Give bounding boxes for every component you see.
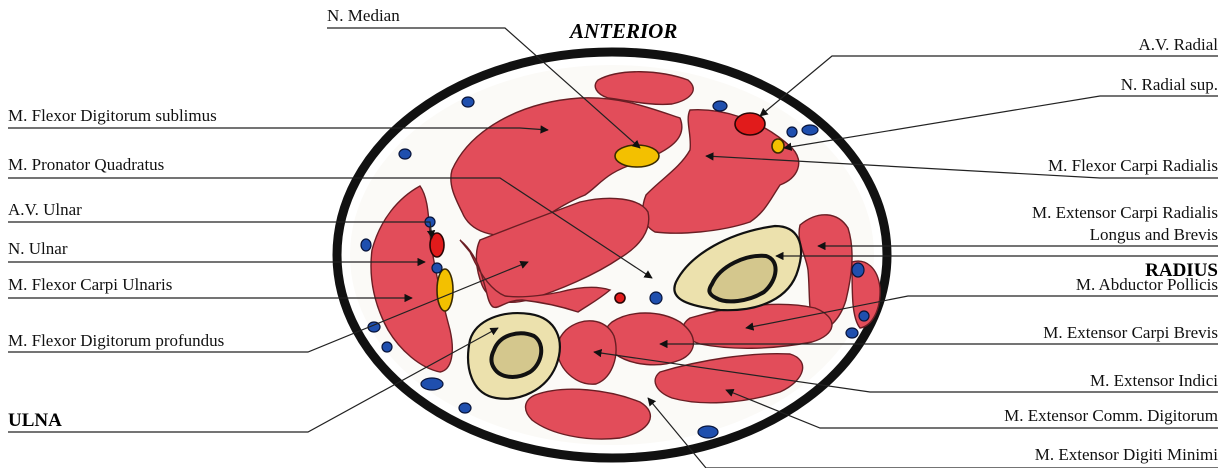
label-n-radial-sup: N. Radial sup.	[1121, 75, 1218, 94]
label-abductor-pollicis: M. Abductor Pollicis	[1076, 275, 1218, 294]
vein	[698, 426, 718, 438]
label-ext-digiti-minimi: M. Extensor Digiti Minimi	[1035, 445, 1219, 464]
label-ext-carpi-radialis-line1: M. Extensor Carpi Radialis	[1032, 203, 1218, 222]
cross-section	[337, 52, 887, 458]
label-flexor-carpi-ulnaris: M. Flexor Carpi Ulnaris	[8, 275, 172, 294]
ulna-marrow	[491, 333, 541, 377]
vein	[852, 263, 864, 277]
label-ext-comm-digitorum: M. Extensor Comm. Digitorum	[1004, 406, 1218, 425]
label-n-median: N. Median	[327, 6, 400, 25]
vein	[846, 328, 858, 338]
label-pronator-quadratus: M. Pronator Quadratus	[8, 155, 164, 174]
vein	[432, 263, 442, 273]
median-nerve	[615, 145, 659, 167]
label-ulna: ULNA	[8, 410, 62, 431]
vein	[399, 149, 411, 159]
anterior-title: ANTERIOR	[568, 19, 677, 43]
interosseous-artery	[615, 293, 625, 303]
vein	[650, 292, 662, 304]
vein	[802, 125, 818, 135]
vein	[421, 378, 443, 390]
label-ext-carpi-brevis: M. Extensor Carpi Brevis	[1043, 323, 1218, 342]
label-flexor-dig-sublimus: M. Flexor Digitorum sublimus	[8, 106, 217, 125]
ulnar-nerve	[437, 269, 453, 311]
vein	[459, 403, 471, 413]
vein	[462, 97, 474, 107]
vein	[382, 342, 392, 352]
label-av-radial: A.V. Radial	[1139, 35, 1219, 54]
vein	[713, 101, 727, 111]
labels-right: A.V. Radial N. Radial sup. M. Flexor Car…	[1004, 35, 1218, 464]
label-ext-indici: M. Extensor Indici	[1090, 371, 1218, 390]
label-flexor-dig-profundus: M. Flexor Digitorum profundus	[8, 331, 224, 350]
label-ext-carpi-radialis-line2: Longus and Brevis	[1090, 225, 1218, 244]
vein	[361, 239, 371, 251]
radial-sup-nerve	[772, 139, 784, 153]
label-n-ulnar: N. Ulnar	[8, 239, 68, 258]
vein	[859, 311, 869, 321]
label-flexor-carpi-radialis: M. Flexor Carpi Radialis	[1048, 156, 1218, 175]
vein	[787, 127, 797, 137]
label-av-ulnar: A.V. Ulnar	[8, 200, 82, 219]
